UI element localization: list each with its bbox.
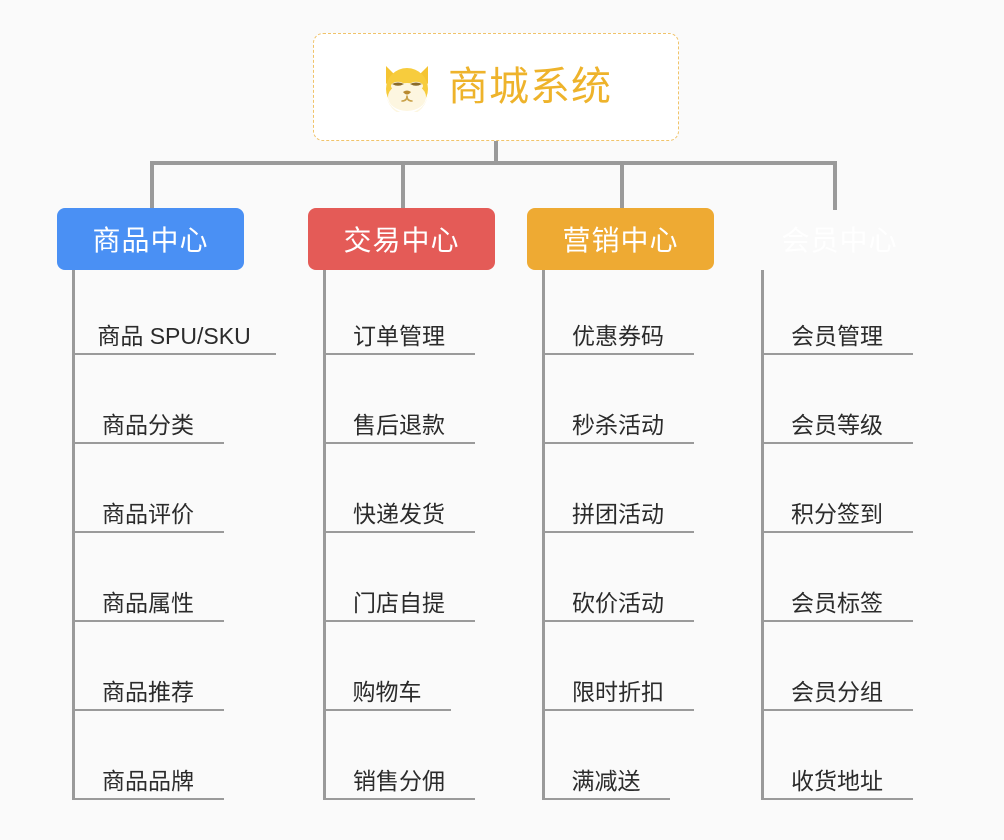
category-box-marketing-center[interactable]: 营销中心 [527,208,714,270]
list-item-label: 限时折扣 [572,678,664,705]
list-item-rule [72,442,224,444]
list-item-label: 商品分类 [102,411,194,438]
category-box-product-center[interactable]: 商品中心 [57,208,244,270]
category-title: 会员中心 [781,225,898,256]
list-item-rule [72,620,224,622]
list-item-label: 优惠券码 [572,322,664,349]
list-item-label: 商品推荐 [102,678,194,705]
list-item-label: 满减送 [571,767,641,794]
list-item-label: 商品 SPU/SKU [97,322,251,349]
column-spine-trade-center [323,270,326,800]
list-item-label: 商品属性 [102,589,194,616]
list-item-rule [761,798,913,800]
list-item-rule [542,353,694,355]
list-item-rule [542,531,694,533]
list-item-label: 会员标签 [791,589,883,616]
list-item-label: 秒杀活动 [572,411,664,438]
list-item-label: 会员分组 [791,678,883,705]
drop-connector-2 [401,163,405,210]
drop-connector-3 [620,163,624,210]
list-item-rule [761,709,913,711]
list-item-rule [323,353,475,355]
list-item-rule [761,620,913,622]
root-stem-connector [494,141,498,163]
list-item-label: 商品评价 [102,500,194,527]
list-item-label: 商品品牌 [102,767,194,794]
root-node[interactable]: 商城系统 [313,33,679,141]
list-item-label: 收货地址 [791,767,883,794]
list-item-label: 销售分佣 [353,767,445,794]
drop-connector-1 [150,163,154,210]
shiba-dog-icon [386,66,428,112]
list-item-label: 售后退款 [353,411,445,438]
list-item-rule [323,442,475,444]
category-title: 交易中心 [343,225,460,256]
list-item-rule [542,709,694,711]
horizontal-bus-connector [150,161,837,165]
column-spine-marketing-center [542,270,545,800]
list-item-rule [761,353,913,355]
list-item-rule [761,531,913,533]
root-title: 商城系统 [448,65,612,109]
category-box-trade-center[interactable]: 交易中心 [308,208,495,270]
list-item-rule [72,798,224,800]
category-title: 商品中心 [92,225,209,256]
list-item-rule [323,531,475,533]
list-item-label: 砍价活动 [572,589,664,616]
list-item-rule [323,620,475,622]
category-box-member-center[interactable]: 会员中心 [746,208,933,270]
list-item-label: 快递发货 [353,500,445,527]
list-item-label: 会员等级 [791,411,883,438]
column-spine-member-center [761,270,764,800]
list-item-rule [323,798,475,800]
list-item-label: 积分签到 [791,500,883,527]
list-item-label: 会员管理 [791,322,883,349]
list-item-rule [72,709,224,711]
list-item-rule [323,709,451,711]
list-item-rule [542,442,694,444]
list-item-label: 购物车 [352,678,422,705]
category-title: 营销中心 [562,225,679,256]
list-item-label: 订单管理 [353,322,445,349]
list-item-label: 拼团活动 [572,500,664,527]
drop-connector-4 [833,163,837,210]
list-item-rule [72,353,276,355]
list-item-rule [761,442,913,444]
list-item-label: 门店自提 [353,589,445,616]
list-item-rule [72,531,224,533]
column-spine-product-center [72,270,75,800]
list-item-rule [542,798,670,800]
list-item-rule [542,620,694,622]
